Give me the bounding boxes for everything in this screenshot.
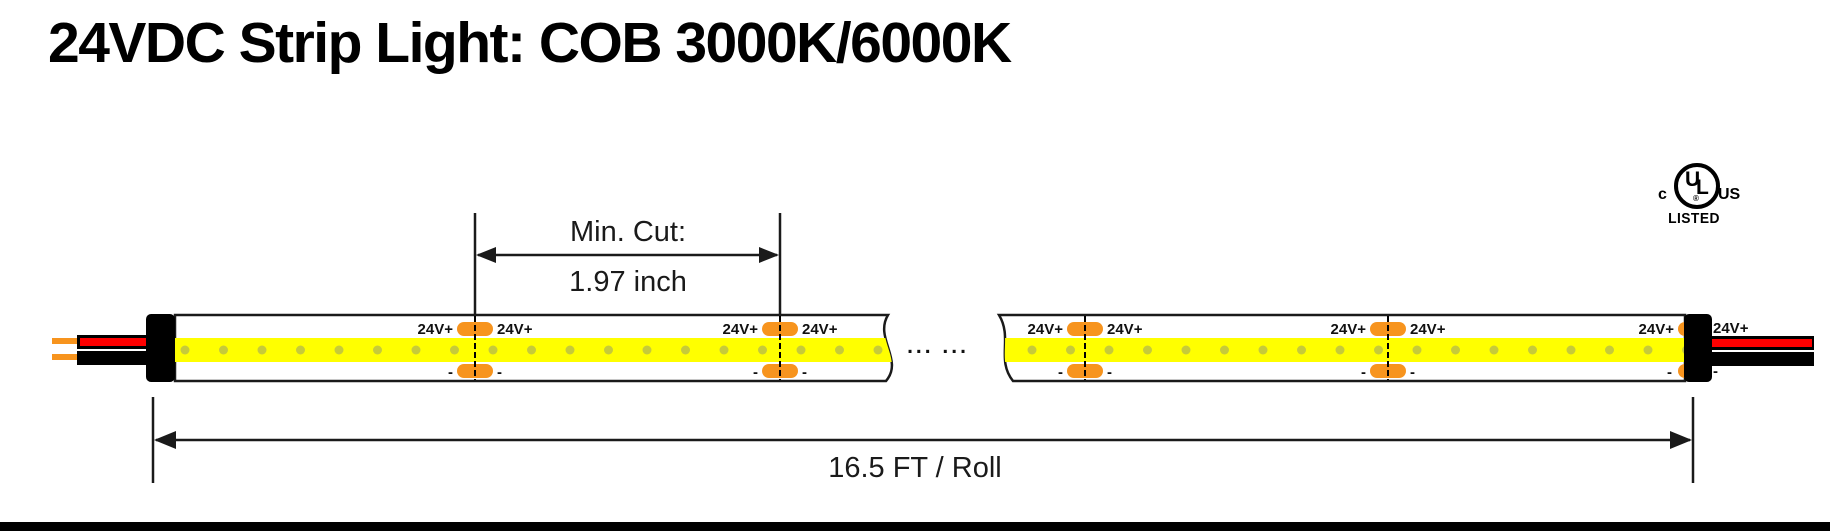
- min-cut-value: 1.97 inch: [569, 266, 687, 298]
- page-title: 24VDC Strip Light: COB 3000K/6000K: [48, 11, 1012, 75]
- pad-negative-label: -: [1361, 364, 1366, 381]
- ul-circle-icon: U L ®: [1674, 163, 1720, 209]
- pad-positive-label: 24V+: [418, 321, 454, 338]
- cob-band-left: [175, 338, 892, 362]
- arrow-head-left: [154, 431, 176, 449]
- ul-mark-letter-u: U: [1685, 168, 1701, 191]
- pad-negative-label: -: [1107, 364, 1112, 381]
- roll-length-label: 16.5 FT / Roll: [828, 452, 1002, 484]
- pad-negative-label: -: [448, 364, 453, 381]
- ul-registered-symbol: ®: [1693, 194, 1699, 203]
- pad-negative-label: -: [802, 364, 807, 381]
- pad-positive-label: 24V+: [1107, 321, 1143, 338]
- pad-negative-label: -: [1058, 364, 1063, 381]
- wire-black-right: [1708, 352, 1814, 366]
- cut-lines: [474, 316, 1389, 380]
- pad-positive-label: 24V+: [802, 321, 838, 338]
- ul-canada-label: c: [1658, 186, 1667, 203]
- min-cut-dimension: [473, 213, 782, 316]
- left-wire-group: [52, 335, 149, 365]
- ul-listed-label: LISTED: [1668, 210, 1720, 227]
- arrow-head-right: [759, 247, 779, 263]
- pad-positive-label: 24V+: [497, 321, 533, 338]
- bottom-divider-bar: [0, 522, 1830, 531]
- ul-certification-mark: c U L ® US LISTED: [1648, 160, 1758, 240]
- pad-negative-label: -: [1667, 364, 1672, 381]
- roll-length-dimension: [151, 397, 1695, 483]
- wire-red-right: [1710, 339, 1812, 347]
- pad-negative-label: -: [1410, 364, 1415, 381]
- arrow-head-right: [1670, 431, 1692, 449]
- arrow-head-left: [476, 247, 496, 263]
- break-dots: ... ...: [907, 335, 969, 358]
- pad-labels: 24V+ 24V+ - - 24V+ 24V+ - - 24V+ 24V+ - …: [418, 321, 1675, 381]
- right-wire-group: [1708, 336, 1814, 366]
- pad-negative-label: -: [497, 364, 502, 381]
- pad-positive-label: 24V+: [1028, 321, 1064, 338]
- wire-positive-label: 24V+: [1713, 320, 1749, 337]
- end-cap-right: [1684, 314, 1712, 382]
- pad-positive-label: 24V+: [1410, 321, 1446, 338]
- ul-mark-letter-l: L: [1696, 176, 1709, 199]
- min-cut-label: Min. Cut:: [570, 216, 686, 248]
- wire-tip-bottom-left: [52, 354, 80, 360]
- wire-tip-top-left: [52, 338, 80, 344]
- ul-us-label: US: [1718, 186, 1741, 203]
- pad-positive-label: 24V+: [1639, 321, 1675, 338]
- cob-band-right: [999, 338, 1685, 362]
- wire-black-left: [77, 351, 149, 365]
- pad-positive-label: 24V+: [723, 321, 759, 338]
- end-cap-left: [146, 314, 175, 382]
- pad-negative-label: -: [753, 364, 758, 381]
- pad-positive-label: 24V+: [1331, 321, 1367, 338]
- wire-red-left: [80, 338, 146, 346]
- wire-negative-label: -: [1713, 363, 1718, 380]
